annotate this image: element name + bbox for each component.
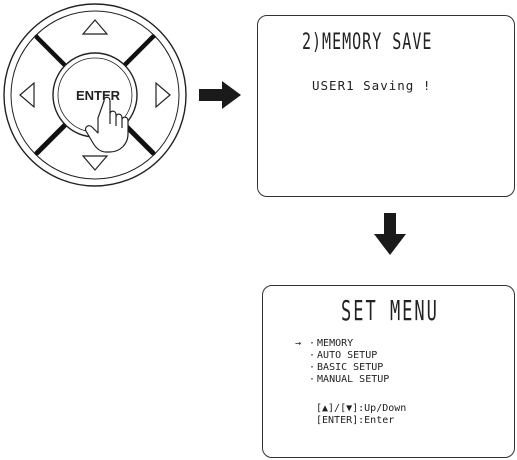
right-arrow-icon[interactable]	[155, 81, 171, 109]
menu-item-memory[interactable]: → ·MEMORY	[295, 338, 389, 350]
menu-item-label: BASIC SETUP	[317, 362, 384, 373]
menu-item-label: MANUAL SETUP	[317, 374, 390, 385]
menu-item-auto-setup[interactable]: ·AUTO SETUP	[309, 350, 389, 362]
menu-item-label: AUTO SETUP	[317, 350, 378, 361]
left-arrow-icon[interactable]	[19, 81, 35, 109]
flow-arrow-down-icon	[374, 213, 406, 255]
menu-item-label: MEMORY	[317, 338, 354, 349]
pressing-hand-icon	[84, 96, 129, 153]
menu-bullet: ·	[309, 374, 316, 385]
enter-label: ENTER	[76, 88, 121, 103]
memory-save-title: 2)MEMORY SAVE	[302, 28, 433, 55]
flow-arrow-right-icon	[199, 81, 241, 109]
set-menu-title: SET MENU	[341, 296, 439, 328]
up-arrow-icon[interactable]	[81, 19, 109, 35]
dpad-separators	[34, 34, 156, 156]
set-menu-screen: SET MENU → ·MEMORY ·AUTO SETUP ·BASIC SE…	[262, 285, 515, 458]
menu-bullet: ·	[309, 350, 316, 361]
menu-bullet: ·	[309, 362, 316, 373]
memory-save-screen: 2)MEMORY SAVE USER1 Saving !	[257, 15, 515, 197]
help-enter-text: [ENTER]:Enter	[316, 415, 395, 426]
help-updown-text: [▲]/[▼]:Up/Down	[316, 403, 407, 414]
set-menu-list: → ·MEMORY ·AUTO SETUP ·BASIC SETUP ·MANU…	[295, 338, 389, 386]
menu-item-manual-setup[interactable]: ·MANUAL SETUP	[309, 374, 389, 386]
menu-bullet: ·	[309, 338, 316, 349]
down-arrow-icon[interactable]	[81, 155, 109, 171]
remote-dpad: ENTER	[3, 3, 187, 187]
saving-status-message: USER1 Saving !	[312, 78, 432, 93]
menu-item-basic-setup[interactable]: ·BASIC SETUP	[309, 362, 389, 374]
menu-cursor-arrow-icon: →	[295, 338, 302, 349]
dpad-inner-ring	[10, 10, 180, 180]
